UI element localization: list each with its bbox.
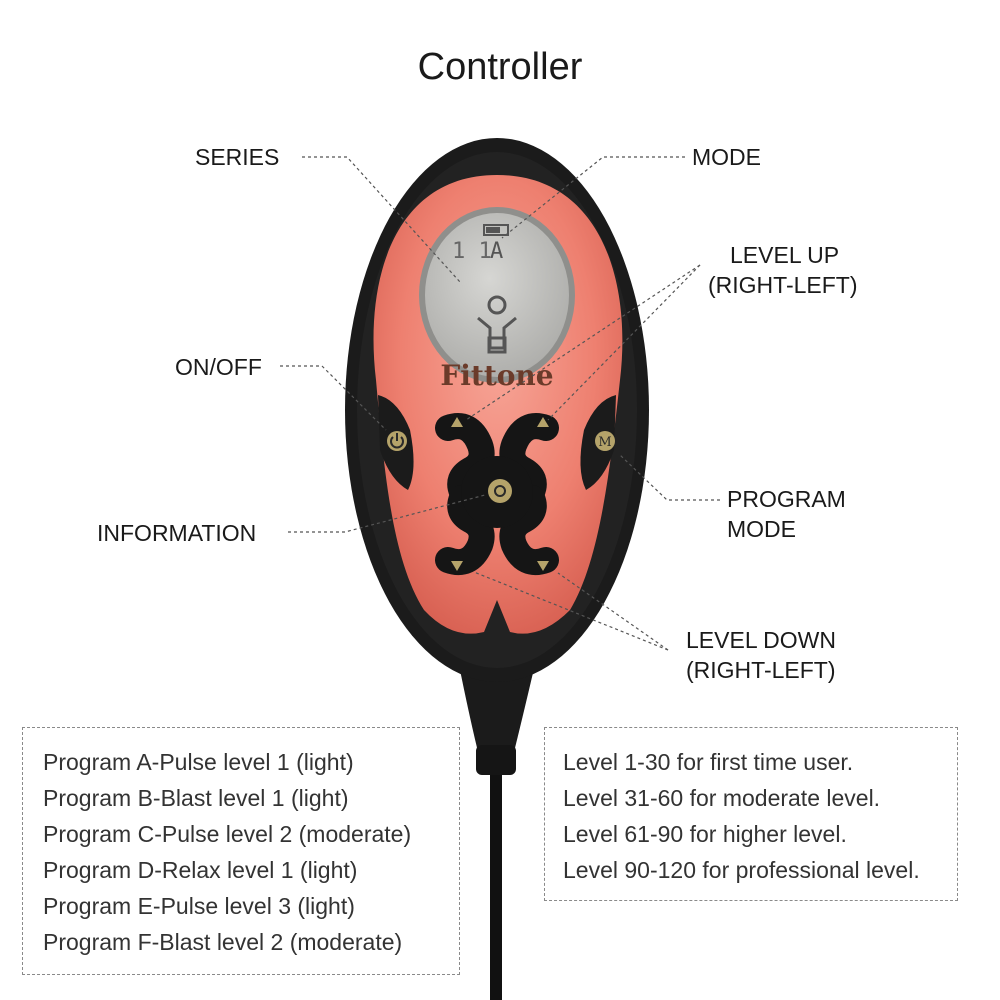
program-item: Program F-Blast level 2 (moderate) (43, 929, 403, 955)
level-up-direction-label: (RIGHT-LEFT) (708, 272, 858, 298)
level-item: Level 31-60 for moderate level. (563, 785, 881, 811)
program-item: Program D-Relax level 1 (light) (43, 857, 358, 883)
program-item: Program B-Blast level 1 (light) (43, 785, 349, 811)
level-item: Level 61-90 for higher level. (563, 821, 847, 847)
power-button[interactable] (387, 431, 407, 451)
program-item: Program E-Pulse level 3 (light) (43, 893, 355, 919)
program-item: Program A-Pulse level 1 (light) (43, 749, 354, 775)
program-mode-label-line2: MODE (727, 516, 796, 542)
level-up-right-button[interactable] (537, 417, 549, 427)
programs-box: Program A-Pulse level 1 (light) Program … (22, 727, 460, 975)
level-down-right-button[interactable] (537, 561, 549, 571)
lcd-screen (425, 213, 569, 377)
lcd-series-segments: 1 1 (452, 239, 492, 264)
battery-icon (483, 224, 509, 236)
brand-logo: Fittone (440, 359, 553, 392)
level-up-left-button[interactable] (451, 417, 463, 427)
leader-lines (280, 156, 720, 651)
body-figure-icon (477, 295, 517, 354)
program-mode-label: PROGRAM (727, 486, 846, 512)
level-down-label: LEVEL DOWN (686, 627, 836, 653)
information-label: INFORMATION (97, 520, 257, 546)
level-down-direction-label: (RIGHT-LEFT) (686, 657, 836, 683)
on-off-label: ON/OFF (175, 354, 262, 380)
program-mode-button[interactable]: M (595, 431, 615, 451)
cable-strain-relief (458, 660, 536, 760)
level-up-label: LEVEL UP (730, 242, 840, 268)
level-down-left-button[interactable] (451, 561, 463, 571)
series-label: SERIES (195, 144, 280, 170)
level-item: Level 1-30 for first time user. (563, 749, 854, 775)
page-title: Controller (417, 46, 583, 88)
lcd-mode-segment: A (490, 239, 503, 264)
information-button[interactable] (488, 479, 512, 503)
svg-text:M: M (598, 435, 611, 450)
program-item: Program C-Pulse level 2 (moderate) (43, 821, 412, 847)
mode-label: MODE (692, 144, 761, 170)
level-item: Level 90-120 for professional level. (563, 857, 920, 883)
levels-box: Level 1-30 for first time user. Level 31… (544, 727, 958, 901)
